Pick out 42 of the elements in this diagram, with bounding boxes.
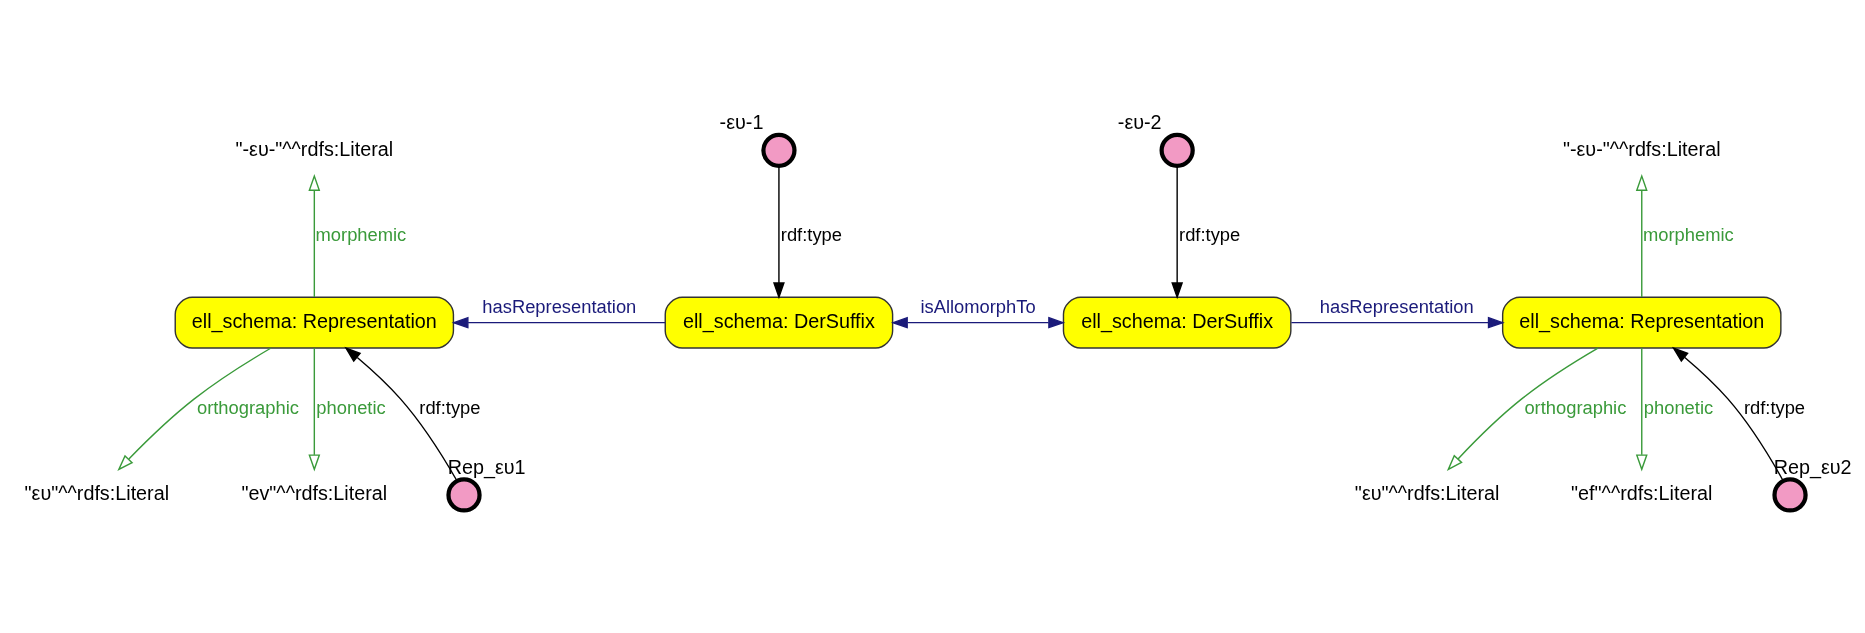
node-circle	[1159, 132, 1195, 168]
edge-label: rdf:type	[1179, 223, 1241, 245]
node-text: "-ευ-"^^rdfs:Literal	[1562, 137, 1721, 160]
node-box: ell_schema: DerSuffix	[1062, 296, 1292, 349]
node-label: -ευ-2	[1117, 110, 1162, 133]
edge-label: rdf:type	[1743, 396, 1806, 418]
node-text: "ευ"^^rdfs:Literal	[24, 481, 170, 504]
edge-label: rdf:type	[780, 223, 842, 245]
arrow	[773, 165, 785, 299]
edge-label: phonetic	[1643, 396, 1714, 418]
node-text: "ev"^^rdfs:Literal	[241, 481, 388, 504]
arrow	[308, 173, 321, 298]
edge-label: hasRepresentation	[482, 295, 637, 317]
edge-label: orthographic	[196, 396, 299, 418]
arrow	[1671, 346, 1784, 481]
edge-label: phonetic	[316, 396, 386, 418]
node-label: Rep_ευ1	[447, 455, 526, 478]
arrow	[344, 346, 458, 481]
node-label: -ευ-1	[719, 110, 764, 133]
arrow	[1635, 347, 1648, 471]
edge-label: morphemic	[1642, 223, 1734, 245]
arrow	[1171, 165, 1184, 299]
node-text: "ευ"^^rdfs:Literal	[1354, 481, 1500, 504]
arrow	[117, 347, 272, 471]
arrow	[451, 316, 666, 329]
edge-label: isAllomorphTo	[920, 295, 1036, 317]
arrow	[1635, 173, 1648, 298]
edge-label: morphemic	[315, 223, 407, 245]
node-text: "-ευ-"^^rdfs:Literal	[235, 137, 394, 160]
arrow	[1446, 346, 1599, 471]
edge-label: hasRepresentation	[1319, 295, 1474, 317]
node-text: "ef"^^rdfs:Literal	[1571, 481, 1713, 504]
node-box: ell_schema: Representation	[1501, 296, 1782, 349]
node-circle	[761, 132, 797, 168]
node-label: Rep_ευ2	[1773, 455, 1852, 478]
edge-label: orthographic	[1524, 396, 1627, 418]
arrow	[890, 316, 1066, 329]
arrow	[1290, 316, 1505, 329]
node-box: ell_schema: DerSuffix	[664, 296, 894, 349]
arrow	[308, 347, 321, 471]
node-box: ell_schema: Representation	[174, 296, 455, 349]
edge-label: rdf:type	[419, 396, 481, 418]
